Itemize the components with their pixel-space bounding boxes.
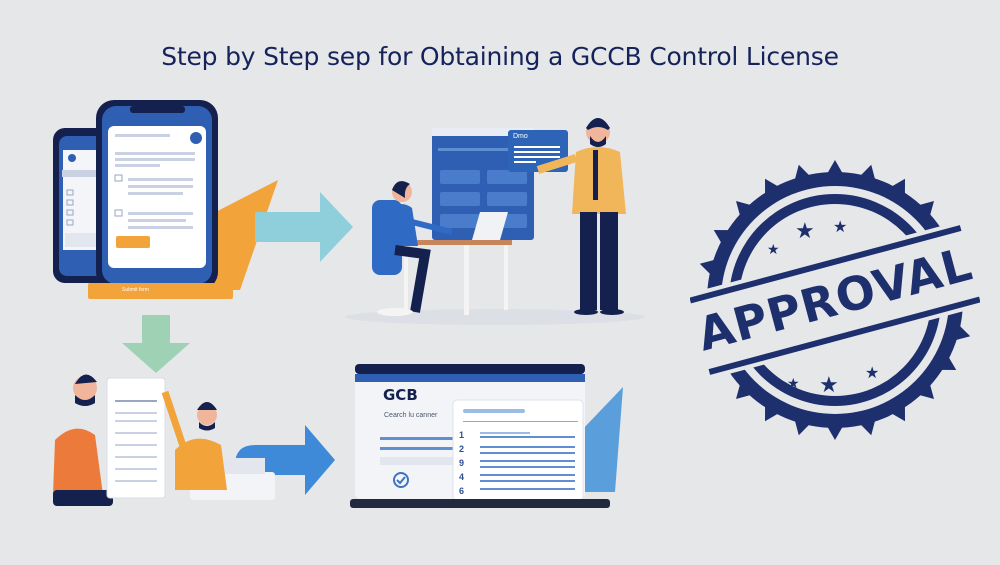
page-title: Step by Step sep for Obtaining a GCCB Co… xyxy=(161,42,839,71)
list-number: 1 xyxy=(459,430,465,440)
svg-text:★: ★ xyxy=(833,219,847,236)
arrow-right-icon xyxy=(255,192,355,267)
laptop-window-icon xyxy=(350,364,623,508)
popup-title: Dmo xyxy=(513,133,528,140)
list-number: 9 xyxy=(459,458,465,468)
approval-stamp-icon: ★ ★ ★ ★ ★ ★ xyxy=(683,160,987,440)
step4-gcb-window xyxy=(345,362,630,512)
submit-bar-label: Submit form xyxy=(122,287,149,293)
gcb-heading: GCB xyxy=(383,386,418,404)
phones-icon xyxy=(53,100,278,299)
step1-phone-illustration xyxy=(50,100,290,305)
document-review-icon xyxy=(53,374,335,506)
svg-text:★: ★ xyxy=(787,375,800,391)
svg-text:★: ★ xyxy=(819,372,839,397)
approval-stamp: ★ ★ ★ ★ ★ ★ APPROVAL xyxy=(683,160,987,440)
list-number: 4 xyxy=(459,472,465,482)
office-meeting-icon xyxy=(345,118,645,325)
gcb-subheading: Cearch lu canner xyxy=(384,412,438,419)
numbered-list: 1 2 9 4 6 xyxy=(459,428,464,498)
step3-collaboration-illustration xyxy=(45,370,335,510)
svg-text:★: ★ xyxy=(795,218,815,243)
svg-text:★: ★ xyxy=(767,241,780,257)
list-number: 6 xyxy=(459,486,465,496)
svg-text:★: ★ xyxy=(865,365,879,382)
step2-review-illustration xyxy=(340,112,650,327)
list-number: 2 xyxy=(459,444,465,454)
arrow-down-icon xyxy=(120,315,192,380)
